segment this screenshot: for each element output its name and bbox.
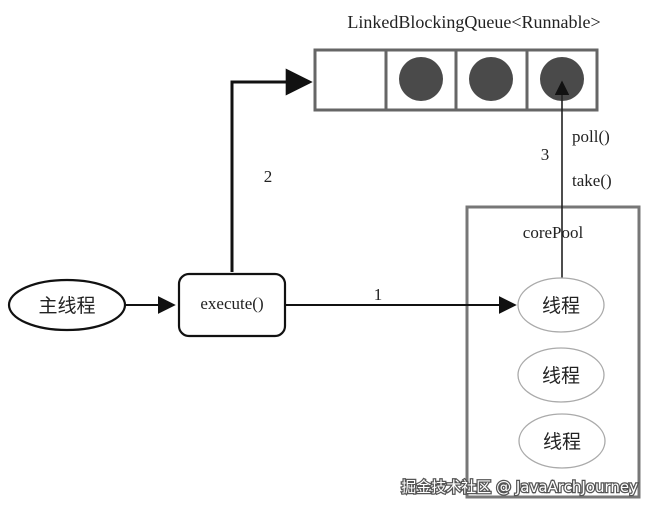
thread-label: 线程	[542, 295, 580, 317]
poll-method-label: poll()	[572, 127, 610, 146]
execute-label: execute()	[200, 294, 263, 313]
queue-task-ball	[469, 57, 513, 101]
queue-task-ball	[540, 57, 584, 101]
thread-node	[517, 347, 605, 403]
queue-title: LinkedBlockingQueue<Runnable>	[347, 12, 600, 32]
queue-box	[313, 48, 599, 112]
thread-label: 线程	[543, 431, 581, 453]
main-thread-node	[7, 278, 127, 332]
core-pool-label: corePool	[523, 223, 584, 242]
step2-label: 2	[264, 167, 273, 186]
arrow-step2	[230, 68, 313, 272]
execute-node	[177, 272, 287, 338]
main-thread-label: 主线程	[38, 295, 95, 317]
thread-label: 线程	[542, 365, 580, 387]
take-method-label: take()	[572, 171, 612, 190]
step1-label: 1	[374, 285, 383, 304]
thread-node	[517, 277, 605, 333]
step3-label: 3	[541, 145, 550, 164]
queue-task-ball	[399, 57, 443, 101]
thread-node	[518, 413, 606, 469]
core-pool-box	[465, 205, 641, 499]
watermark: 掘金技术社区 @ JavaArchJourney	[401, 478, 638, 496]
